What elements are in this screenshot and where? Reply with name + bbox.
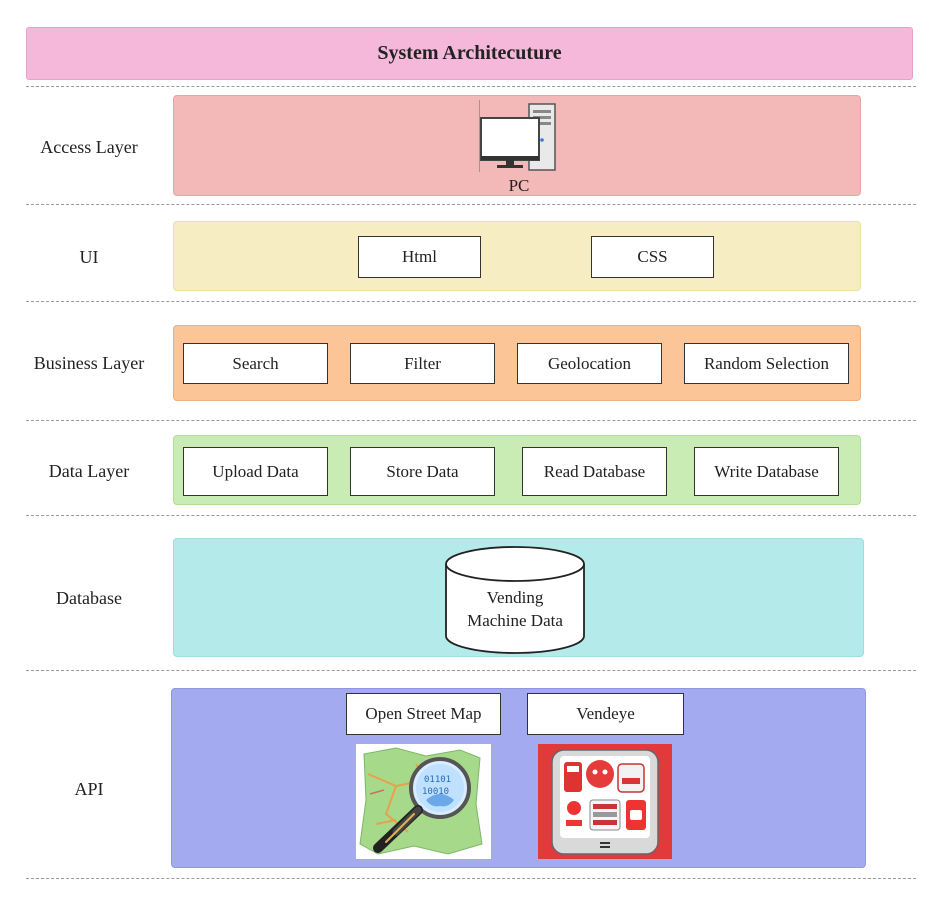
svg-text:01101: 01101 [424,775,451,785]
layer-separator [26,420,916,421]
data-component-box: Upload Data [183,447,328,496]
pc-icon [479,100,556,172]
business-component-box: Geolocation [517,343,662,384]
business-layer-label: Business Layer [33,352,145,373]
ui-layer-label: UI [79,246,99,267]
layer-separator [26,878,916,879]
ui-component-box: Html [358,236,481,278]
api-layer-band: Open Street Map Vendeye 01101 10010 [171,688,866,868]
data-component-box: Read Database [522,447,667,496]
layer-separator [26,204,916,205]
data-component-box: Write Database [694,447,839,496]
layer-separator [26,515,916,516]
database-store-label-line2: Machine Data [467,611,563,630]
api-layer-label: API [74,778,104,799]
database-layer-label: Database [56,587,122,608]
svg-text:10010: 10010 [422,787,449,797]
database-store-label: Vending Machine Data [444,586,586,632]
layer-separator [26,301,916,302]
pc-label: PC [508,176,530,195]
access-layer-label: Access Layer [40,136,138,157]
vendeye-app-icon [538,744,672,859]
layer-separator [26,86,916,87]
data-layer-band: Upload Data Store Data Read Database Wri… [173,435,861,505]
data-layer-label: Data Layer [48,460,130,481]
database-cylinder-icon [445,546,585,654]
database-store-label-line1: Vending [486,588,544,607]
access-layer-band: PC [173,95,861,196]
openstreetmap-logo-icon: 01101 10010 [356,744,491,859]
api-item-box: Vendeye [527,693,684,735]
database-layer-band: Vending Machine Data [173,538,864,657]
ui-component-box: CSS [591,236,714,278]
data-component-box: Store Data [350,447,495,496]
layer-separator [26,670,916,671]
business-component-box: Search [183,343,328,384]
ui-layer-band: Html CSS [173,221,861,291]
business-component-box: Filter [350,343,495,384]
business-component-box: Random Selection [684,343,849,384]
business-layer-band: Search Filter Geolocation Random Selecti… [173,325,861,401]
api-item-box: Open Street Map [346,693,501,735]
diagram-title: System Architecuture [26,27,913,80]
